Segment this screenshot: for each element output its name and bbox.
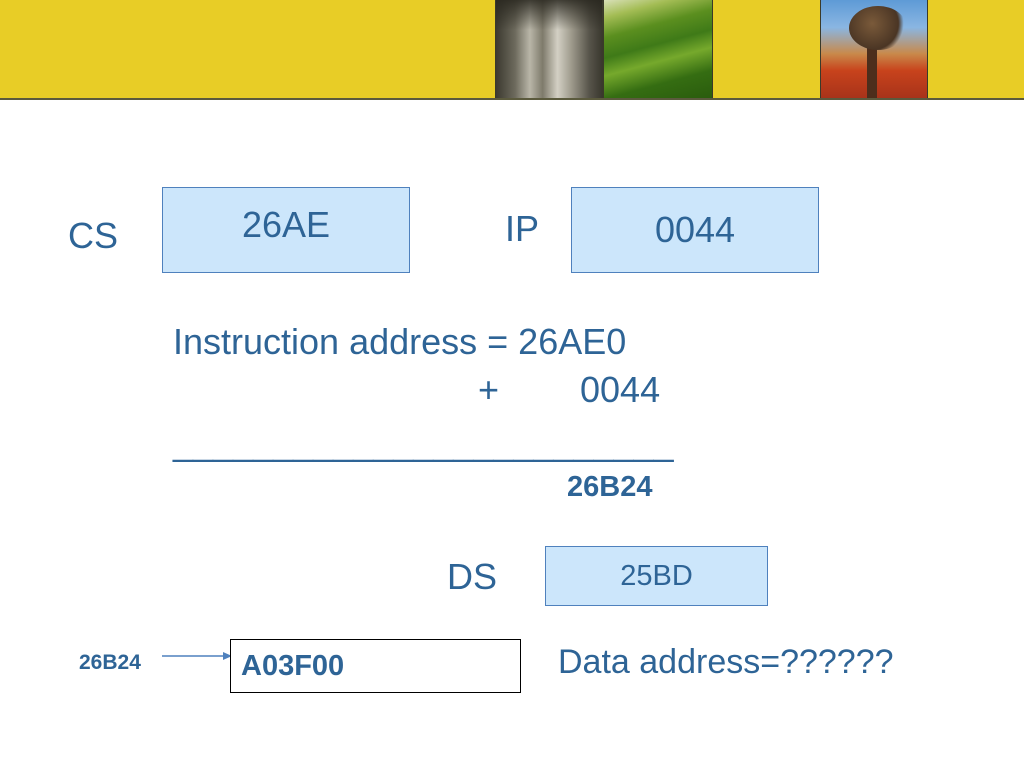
sum-rule: _________________________: [173, 422, 674, 463]
ip-label: IP: [505, 208, 540, 249]
memory-content: A03F00: [241, 649, 345, 682]
ds-label: DS: [447, 556, 498, 597]
memory-cell: A03F00: [230, 639, 521, 693]
ip-value: 0044: [654, 209, 736, 250]
ds-value: 25BD: [620, 559, 693, 592]
cs-register-box: 26AE: [162, 187, 410, 273]
addend-value: 0044: [580, 369, 661, 410]
window-photo: [495, 0, 603, 98]
pointer-arrow-icon: [162, 652, 232, 660]
ip-register-box: 0044: [571, 187, 819, 273]
plus-sign: +: [478, 369, 500, 410]
grass-photo: [603, 0, 713, 98]
instruction-address-line: Instruction address = 26AE0: [173, 321, 627, 362]
ds-register-box: 25BD: [545, 546, 768, 606]
data-address-question: Data address=??????: [558, 643, 894, 681]
header-rule: [0, 98, 1024, 100]
cs-value: 26AE: [241, 204, 331, 245]
sum-result: 26B24: [567, 471, 653, 503]
cs-label: CS: [68, 215, 119, 256]
memory-address-label: 26B24: [79, 651, 141, 674]
tree-photo: [820, 0, 928, 98]
